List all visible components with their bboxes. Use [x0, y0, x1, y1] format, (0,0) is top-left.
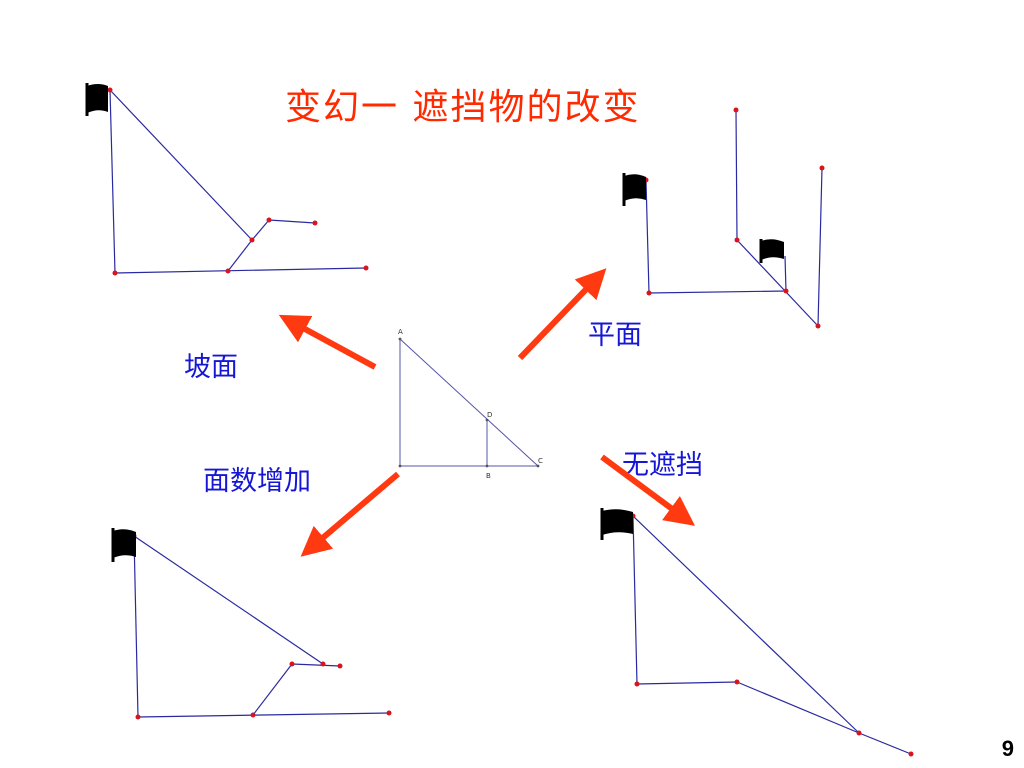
flag-icon [111, 528, 136, 562]
arrow-to-more-faces [300, 471, 400, 557]
figure-more-faces [111, 528, 392, 720]
label-no-obstruction: 无遮挡 [622, 450, 703, 481]
center-label-d: D [487, 411, 492, 419]
arrow-to-no-obstruction [600, 454, 696, 526]
flag-icon [759, 239, 784, 263]
center-figure-points [398, 337, 540, 468]
center-figure [399, 338, 539, 467]
arrow-to-plane [517, 268, 607, 361]
flag-icon [622, 173, 646, 206]
label-slope: 坡面 [184, 352, 238, 383]
flag-icon [600, 508, 633, 540]
center-label-b: B [486, 472, 491, 480]
flag-icon [85, 83, 108, 116]
arrows [278, 268, 696, 557]
figure-no-obstruction [600, 508, 914, 757]
label-plane: 平面 [588, 320, 642, 351]
figure-plane [622, 107, 825, 329]
arrow-to-slope [278, 314, 377, 370]
figure-slope [85, 83, 369, 276]
center-label-c: C [538, 457, 543, 465]
label-more-faces: 面数增加 [203, 466, 311, 497]
page-number: 9 [1001, 736, 1014, 761]
center-label-a: A [398, 328, 403, 336]
slide-title: 变幻一 遮挡物的改变 [285, 87, 641, 128]
